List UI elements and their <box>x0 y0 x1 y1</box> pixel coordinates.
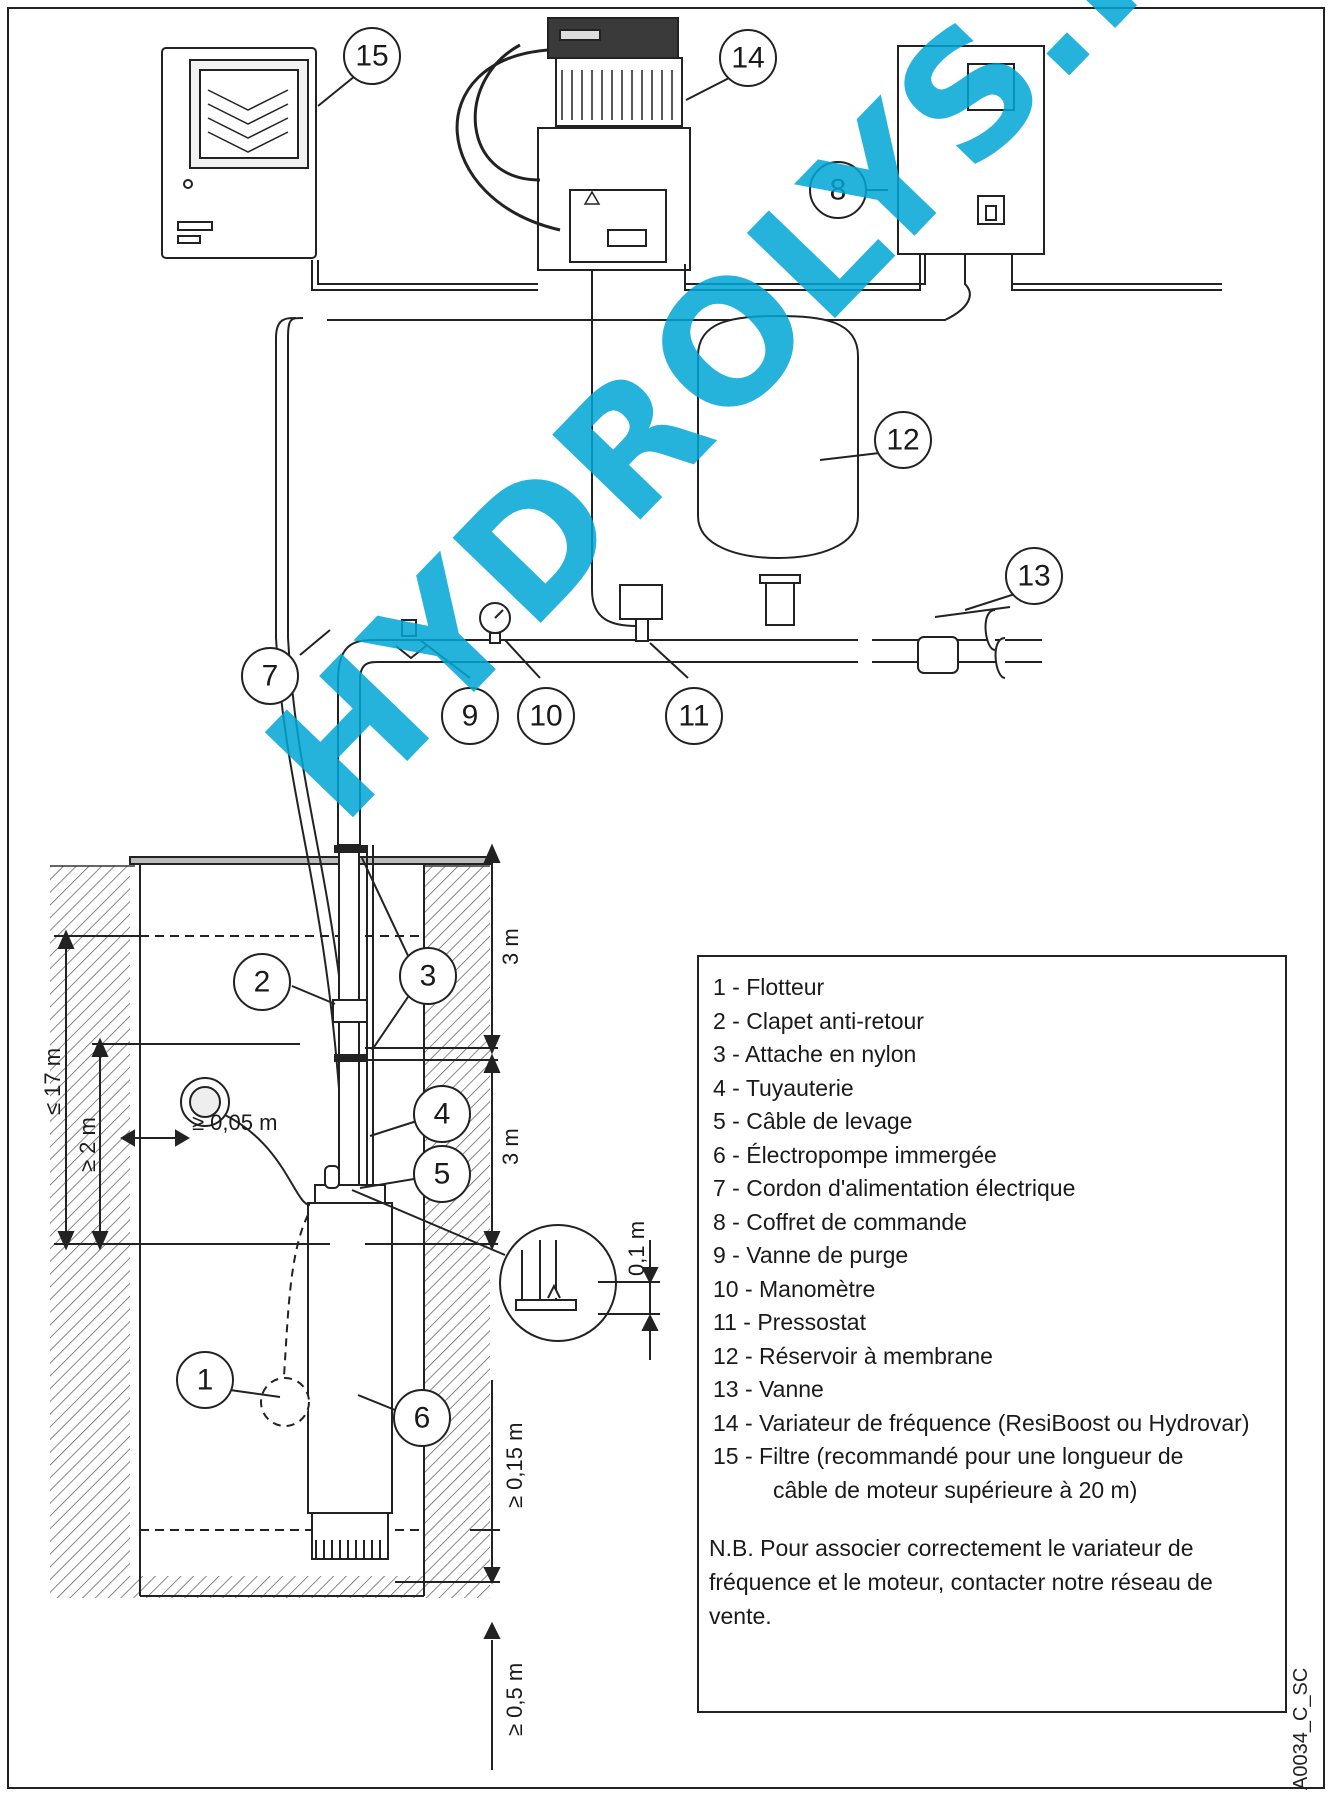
legend-item: 2 - Clapet anti-retour <box>713 1007 924 1034</box>
callout-label-6: 6 <box>414 1402 431 1435</box>
dim-015m: ≥ 0,15 m <box>502 1423 527 1508</box>
fittings <box>395 314 1011 674</box>
float <box>180 1077 311 1427</box>
legend-item: 12 - Réservoir à membrane <box>713 1342 993 1369</box>
legend-box: 1 - Flotteur 2 - Clapet anti-retour 3 - … <box>697 955 1287 1713</box>
legend-item: 8 - Coffret de commande <box>713 1208 967 1235</box>
callout-7 <box>241 647 299 705</box>
callout-10 <box>517 687 575 745</box>
callout-12 <box>874 411 932 469</box>
legend-list: 1 - Flotteur 2 - Clapet anti-retour 3 - … <box>699 971 1285 1507</box>
callout-label-3a: 3 <box>420 960 437 993</box>
callout-label-15: 15 <box>355 40 388 73</box>
legend-item: 9 - Vanne de purge <box>713 1242 909 1268</box>
dim-2m: ≥ 2 m <box>75 1117 100 1172</box>
legend-item: 6 - Électropompe immergée <box>713 1141 997 1168</box>
legend-item: 11 - Pressostat <box>713 1309 866 1335</box>
dimension-lines <box>54 843 660 1770</box>
control-box <box>897 45 1045 255</box>
callout-2 <box>233 953 291 1011</box>
riser <box>332 844 374 1186</box>
callout-label-4: 4 <box>434 1098 451 1131</box>
legend-item: 7 - Cordon d'alimentation électrique <box>713 1175 1076 1201</box>
callout-label-7: 7 <box>262 660 279 693</box>
callout-13 <box>1005 547 1063 605</box>
dim-01m: 0,1 m <box>624 1221 649 1276</box>
callout-9 <box>441 687 499 745</box>
legend-item: 3 - Attache en nylon <box>713 1041 917 1067</box>
callout-15 <box>343 27 401 85</box>
callout-11 <box>665 687 723 745</box>
legend-item: 10 - Manomètre <box>713 1275 876 1302</box>
legend-item: 14 - Variateur de fréquence (ResiBoost o… <box>713 1409 1250 1436</box>
frequency-drive <box>455 17 691 271</box>
legend-item-continuation: câble de moteur supérieure à 20 m) <box>773 1476 1138 1503</box>
legend-item: 5 - Câble de levage <box>713 1108 913 1134</box>
callout-8 <box>809 161 867 219</box>
reference-code: A0034_C_SC <box>1290 1667 1312 1790</box>
callouts <box>176 27 1063 1447</box>
dim-17m: ≤ 17 m <box>40 1048 65 1115</box>
filter-box <box>161 47 317 259</box>
submersible-pump <box>307 1165 393 1560</box>
callout-label-10: 10 <box>529 700 562 733</box>
callout-3a <box>399 947 457 1005</box>
dim-05m: ≥ 0,5 m <box>502 1663 527 1736</box>
dim-3m-top: 3 m <box>498 928 523 965</box>
legend-item: 13 - Vanne <box>713 1376 824 1402</box>
callout-4 <box>413 1085 471 1143</box>
callout-label-9: 9 <box>462 700 479 733</box>
callout-1 <box>176 1351 234 1409</box>
callout-14 <box>719 29 777 87</box>
callout-label-1: 1 <box>197 1364 214 1397</box>
callout-label-5: 5 <box>434 1158 451 1191</box>
detail-zoom <box>351 1189 617 1342</box>
legend-item: 1 - Flotteur <box>713 974 825 1000</box>
legend-note: N.B. Pour associer correctement le varia… <box>709 1535 1213 1629</box>
dim-005m: ≥ 0,05 m <box>192 1110 277 1135</box>
dim-3m-mid: 3 m <box>498 1128 523 1165</box>
callout-5 <box>413 1145 471 1203</box>
frame <box>7 7 1325 1789</box>
legend-item: 15 - Filtre (recommandé pour une longueu… <box>713 1443 1184 1469</box>
legend-item: 4 - Tuyauterie <box>713 1074 854 1101</box>
callout-label-2: 2 <box>254 966 271 999</box>
callout-label-11: 11 <box>678 700 709 733</box>
callout-6 <box>393 1389 451 1447</box>
callout-label-8: 8 <box>830 174 847 207</box>
callout-label-13: 13 <box>1017 560 1050 593</box>
callout-label-12: 12 <box>886 424 919 457</box>
callout-label-14: 14 <box>731 42 764 75</box>
water-levels <box>140 935 424 1531</box>
